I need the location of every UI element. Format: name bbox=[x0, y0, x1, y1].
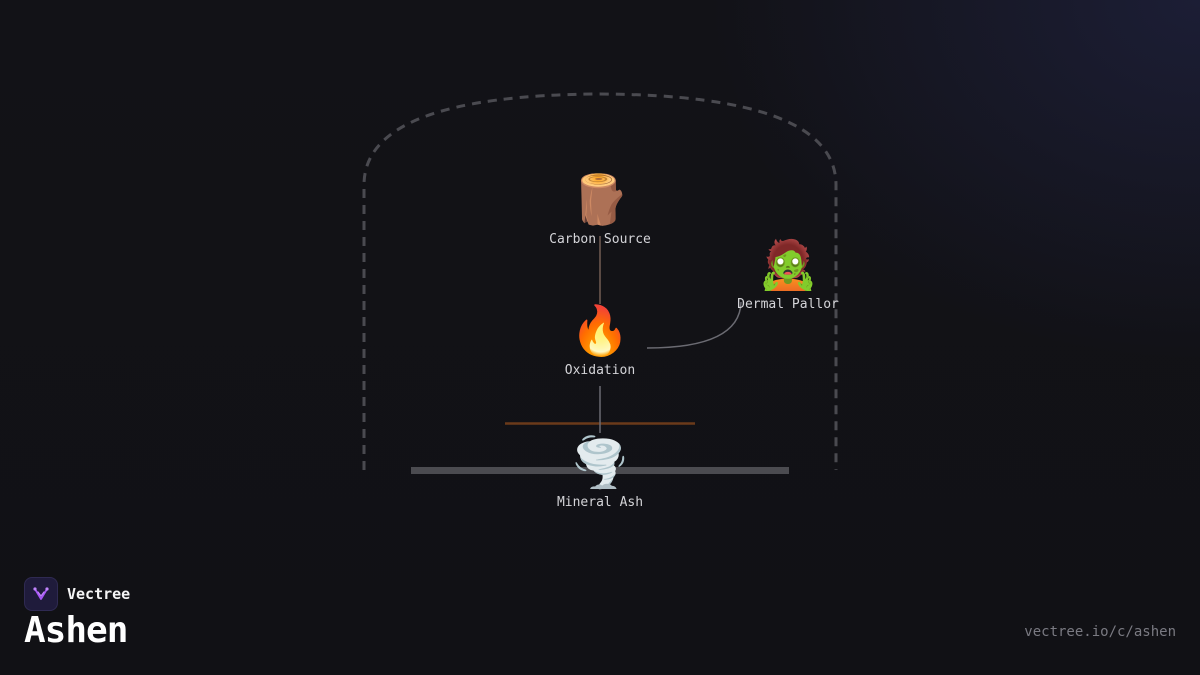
fire-icon: 🔥 bbox=[570, 303, 630, 359]
edge-oxidation-to-pallor bbox=[646, 301, 742, 349]
node-dermal-pallor[interactable]: 🧟 Dermal Pallor bbox=[688, 235, 888, 312]
tornado-icon: 🌪️ bbox=[570, 435, 630, 491]
page-url[interactable]: vectree.io/c/ashen bbox=[1024, 624, 1176, 640]
node-label: Oxidation bbox=[564, 363, 636, 378]
log-icon: 🪵 bbox=[570, 172, 630, 228]
dashed-arch-frame bbox=[362, 92, 838, 470]
vectree-logo-icon bbox=[24, 577, 58, 611]
node-label: Carbon Source bbox=[549, 232, 651, 247]
brand-name: Vectree bbox=[67, 585, 131, 603]
zombie-icon: 🧟 bbox=[758, 237, 818, 293]
node-label: Mineral Ash bbox=[556, 495, 644, 510]
node-oxidation[interactable]: 🔥 Oxidation bbox=[500, 301, 700, 378]
node-mineral-ash[interactable]: 🌪️ Mineral Ash bbox=[500, 433, 700, 510]
brand[interactable]: Vectree bbox=[24, 577, 130, 611]
node-label: Dermal Pallor bbox=[737, 297, 839, 312]
base-bar bbox=[411, 467, 789, 474]
node-carbon-source[interactable]: 🪵 Carbon Source bbox=[500, 170, 700, 247]
page-title: Ashen bbox=[24, 610, 128, 651]
